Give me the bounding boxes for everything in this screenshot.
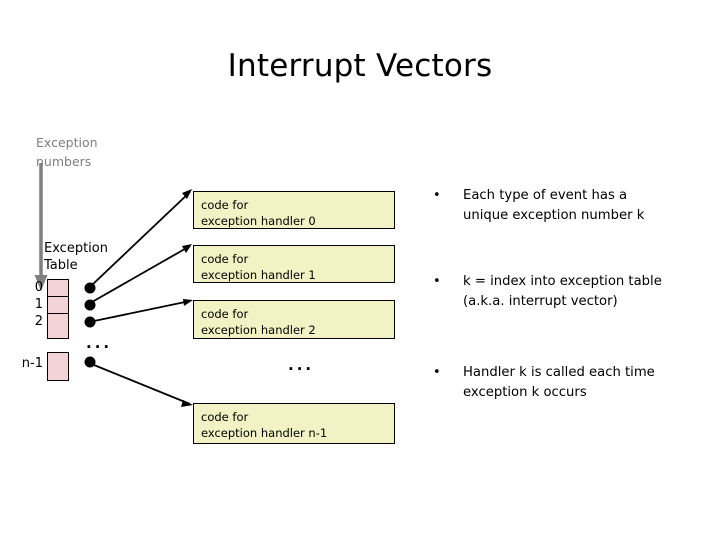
list-item: • k = index into exception table (a.k.a.… xyxy=(425,272,710,312)
bullet-line-2: unique exception number k xyxy=(463,208,645,223)
bullet-line-2: (a.k.a. interrupt vector) xyxy=(463,294,618,309)
handler-line-1: code for xyxy=(201,198,249,212)
handler-line-1: code for xyxy=(201,307,249,321)
exception-numbers-label-line1: Exception xyxy=(36,135,98,150)
exception-table-index: 2 xyxy=(34,314,43,329)
bullet-line-1: Each type of event has a xyxy=(463,188,628,203)
list-item: • Handler k is called each time exceptio… xyxy=(425,363,710,403)
handler-code-box: code for exception handler 0 xyxy=(193,191,395,229)
exception-table-cell xyxy=(47,352,69,381)
handler-line-1: code for xyxy=(201,252,249,266)
exception-table-cell xyxy=(47,279,69,297)
down-arrow-icon xyxy=(34,163,48,291)
handler-code-box: code for exception handler 2 xyxy=(193,300,395,339)
pointer-dot xyxy=(84,282,96,294)
exception-table-index: n-1 xyxy=(21,356,43,371)
handler-code-box: code for exception handler 1 xyxy=(193,245,395,283)
handler-line-2: exception handler 2 xyxy=(201,323,316,337)
exception-table-label-line1: Exception xyxy=(44,241,108,256)
bullet-text: Handler k is called each time exception … xyxy=(463,363,710,403)
list-item: • Each type of event has a unique except… xyxy=(425,186,710,226)
handler-code-box: code for exception handler n-1 xyxy=(193,403,395,444)
exception-table-label: Exception Table xyxy=(44,240,108,274)
exception-table-cell xyxy=(47,296,69,314)
pointer-dot xyxy=(84,316,96,328)
exception-numbers-label-line2: numbers xyxy=(36,154,92,169)
exception-numbers-label: Exception numbers xyxy=(36,133,128,171)
bullet-line-1: k = index into exception table xyxy=(463,274,662,289)
exception-table-label-line2: Table xyxy=(44,258,78,273)
exception-table-ellipsis: ... xyxy=(86,334,113,352)
bullet-marker-icon: • xyxy=(433,274,441,289)
exception-table-cell xyxy=(47,313,69,339)
bullet-line-2: exception k occurs xyxy=(463,385,587,400)
bullet-text: k = index into exception table (a.k.a. i… xyxy=(463,272,710,312)
bullet-marker-icon: • xyxy=(433,365,441,380)
exception-table-index: 0 xyxy=(34,280,43,295)
handler-line-2: exception handler 0 xyxy=(201,214,316,228)
handler-boxes-ellipsis: ... xyxy=(288,356,315,374)
bullet-text: Each type of event has a unique exceptio… xyxy=(463,186,710,226)
bullet-list: • Each type of event has a unique except… xyxy=(425,186,710,403)
handler-line-1: code for xyxy=(201,410,249,424)
pointer-dot xyxy=(84,299,96,311)
page-title: Interrupt Vectors xyxy=(227,48,493,84)
pointer-dot xyxy=(84,356,96,368)
bullet-marker-icon: • xyxy=(433,188,441,203)
handler-line-2: exception handler 1 xyxy=(201,268,316,282)
exception-table-index: 1 xyxy=(34,297,43,312)
bullet-line-1: Handler k is called each time xyxy=(463,365,655,380)
handler-line-2: exception handler n-1 xyxy=(201,426,328,440)
